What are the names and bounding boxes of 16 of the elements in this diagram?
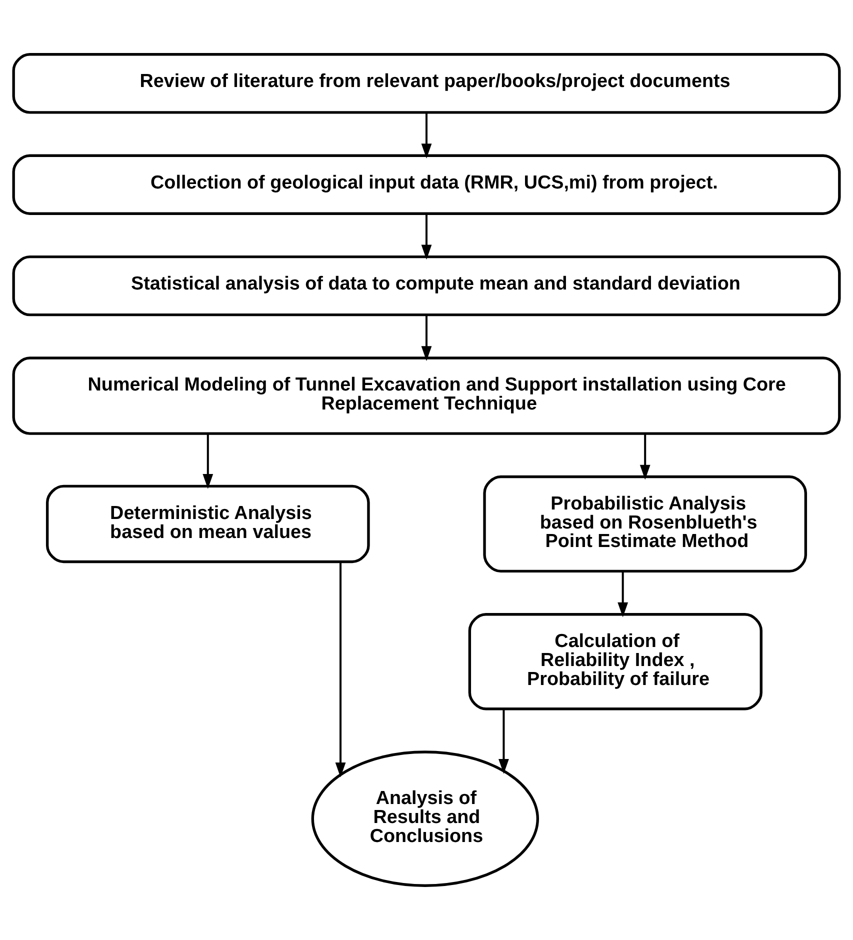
node-ellipse: Analysis of Results and Conclusions (311, 750, 539, 887)
node-box: Collection of geological input data (RMR, UCS,mi) from project. (12, 154, 841, 215)
arrow (421, 214, 432, 260)
arrow (498, 709, 509, 774)
node-box: Calculation of Reliability Index , Probability of failure (468, 613, 762, 710)
node-box: Review of literature from relevant paper/books/project documents (12, 53, 841, 114)
arrow (640, 434, 650, 480)
arrow (421, 315, 432, 361)
arrow (202, 434, 214, 489)
arrow (618, 571, 628, 618)
node-box: Probabilistic Analysis based on Rosenblueth's Point Estimate Method (483, 475, 808, 573)
node-box: Deterministic Analysis based on mean values (46, 484, 370, 564)
arrow (335, 562, 346, 778)
node-box: Numerical Modeling of Tunnel Excavation and Support installation using Core Replacement Technique (12, 356, 841, 435)
node-box: Statistical analysis of data to compute mean and standard deviation (12, 255, 841, 316)
arrow (421, 112, 432, 158)
